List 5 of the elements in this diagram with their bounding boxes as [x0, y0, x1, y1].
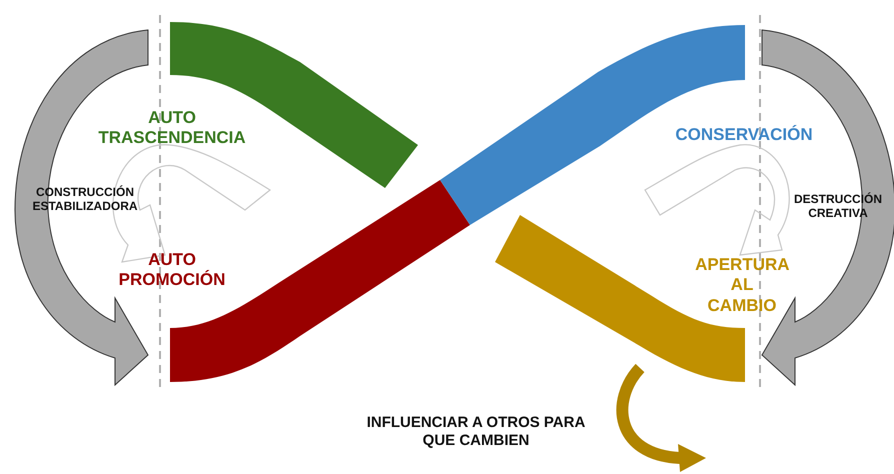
quadrant-label: CONSERVACIÓN	[675, 125, 813, 146]
quadrant-label: AUTO PROMOCIÓN	[118, 250, 226, 291]
note-text: INFLUENCIAR A OTROS PARA QUE CAMBIEN	[366, 414, 586, 450]
quadrant-label: AUTO TRASCENDENCIA	[98, 108, 246, 149]
quadrant-label: APERTURA AL CAMBIO	[695, 255, 789, 316]
